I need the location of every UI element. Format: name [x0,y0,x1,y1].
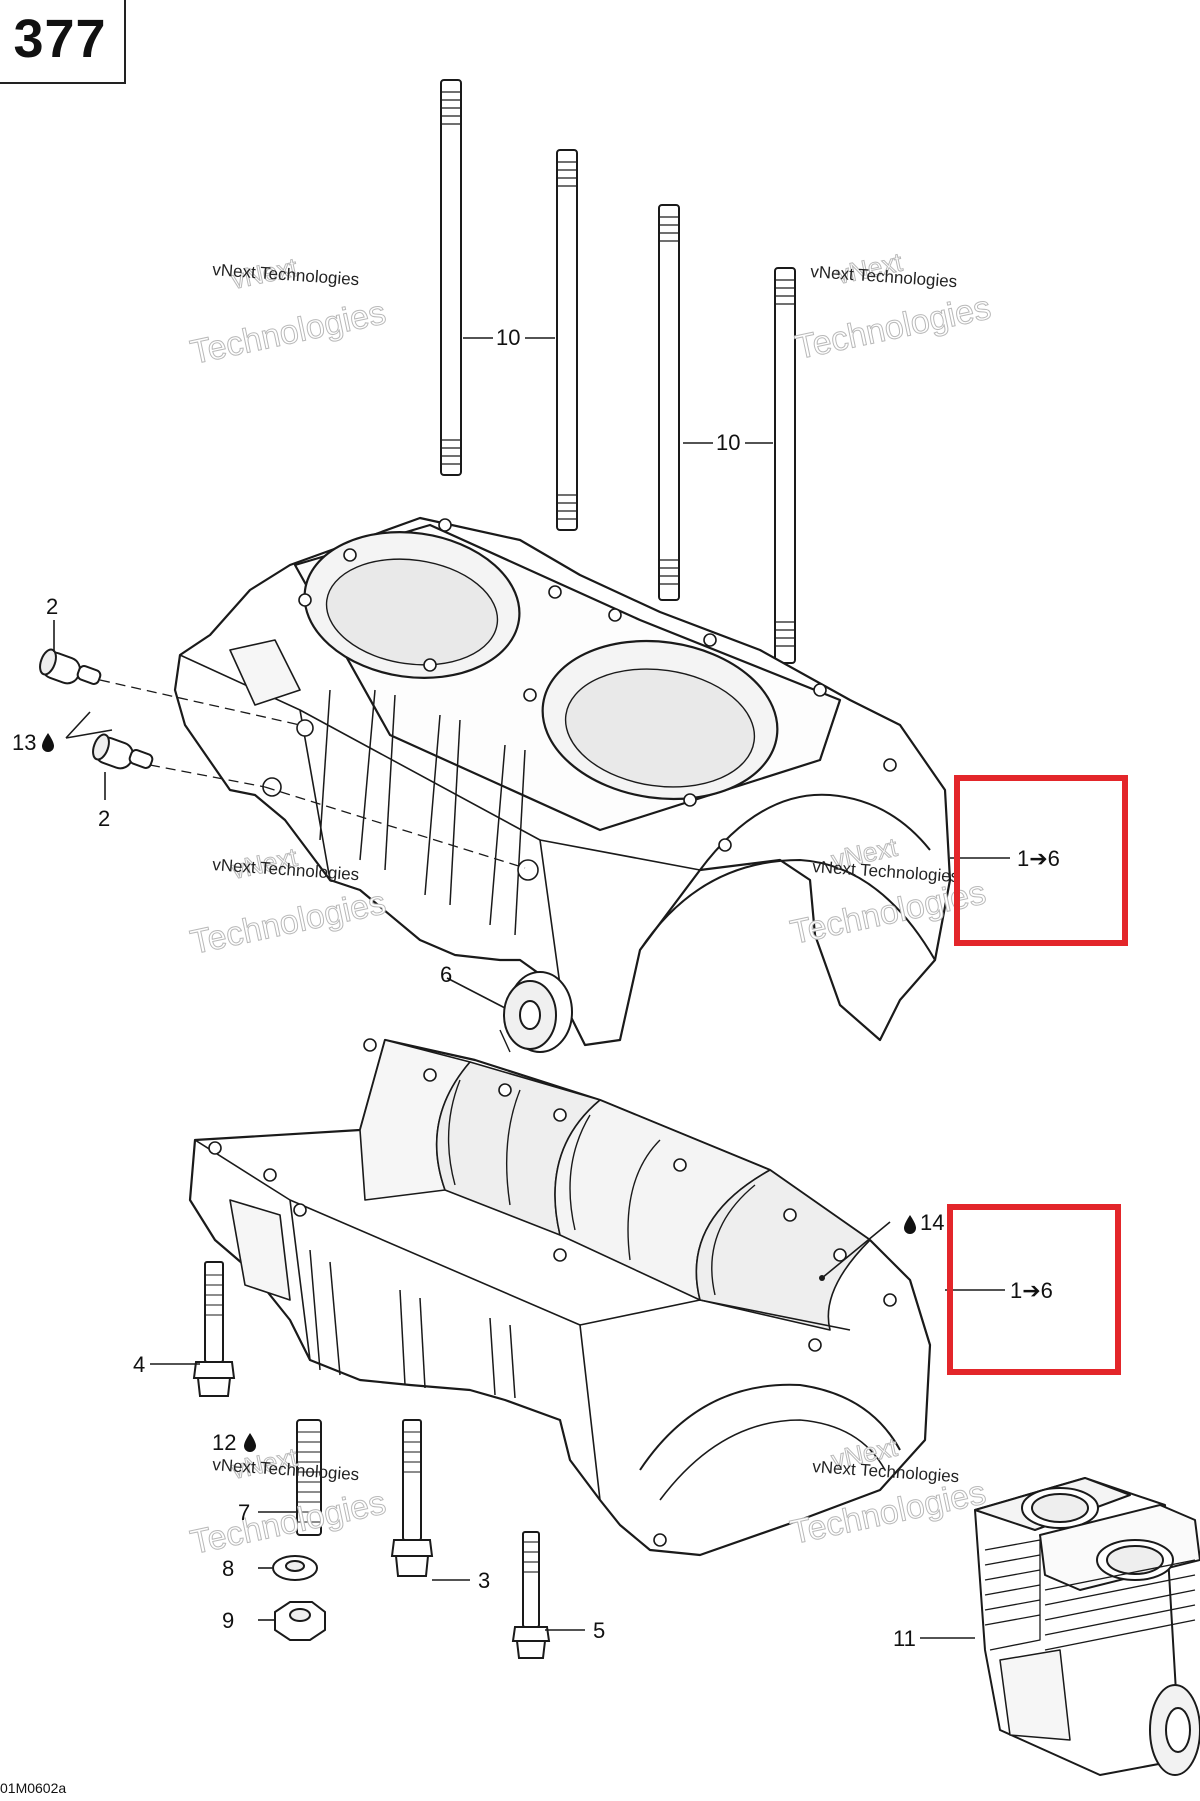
watermark-text: Technologies [187,1484,389,1562]
callout-3: 3 [478,1568,490,1593]
lower-crankcase-half [188,1038,932,1557]
upper-crankcase-half [173,516,952,1047]
callout-2-top: 2 [46,594,58,619]
watermark-text: Technologies [187,294,389,372]
leader-lines [53,337,1010,1639]
stud-rods [440,79,796,664]
callout-4: 4 [133,1352,145,1377]
highlight-box-top [954,775,1128,946]
callout-14: 14 [920,1210,944,1235]
fitting-parts [39,648,154,770]
watermark-text: Technologies [187,884,389,962]
callout-13: 13 [12,730,36,755]
page-number-box: 377 [0,0,126,84]
highlight-boxes [947,775,1128,1375]
callout-12: 12 [212,1430,236,1455]
drop-icons [42,733,916,1452]
highlight-box-bottom [947,1204,1121,1375]
stud-rod-1 [440,79,462,476]
bolt-3 [390,1419,434,1577]
stud-rod-4 [774,267,796,664]
callout-11: 11 [893,1626,916,1651]
bolt-4 [192,1261,236,1397]
sealant-drop-icon [244,1433,256,1452]
page-number: 377 [13,9,107,69]
callout-10-right: 10 [716,430,740,455]
stud-rod-2 [556,149,578,531]
stud-7 [296,1419,322,1536]
callout-1-6-bottom: 1➔6 [1010,1278,1053,1303]
watermark-text: Technologies [792,289,994,367]
watermark-text: vNext [229,842,301,885]
figure-code: 01M0602a [0,1780,67,1796]
callout-1-6-top: 1➔6 [1017,846,1060,871]
callout-9: 9 [222,1608,234,1633]
bolt-5 [511,1531,551,1659]
callout-2-bottom: 2 [98,806,110,831]
fitting-lower [92,733,154,770]
watermark-1: vNext Technologies [187,251,390,372]
callout-8: 8 [222,1556,234,1581]
hardware-parts [192,1261,551,1659]
sealant-drop-icon [42,733,54,752]
engine-assembly [974,1477,1200,1776]
callout-6: 6 [440,962,452,987]
callout-10-top: 10 [496,325,520,350]
callout-5: 5 [593,1618,605,1643]
leader-dot [819,1275,825,1281]
washer-8 [272,1555,318,1581]
watermark-5: vNext Technologies [187,1441,390,1562]
fitting-upper [39,648,102,685]
seal-part [499,971,573,1053]
nut-9 [274,1601,326,1641]
watermark-text: vNext Technologies [810,262,958,291]
callout-7: 7 [238,1500,250,1525]
watermark-2: vNext Technologies [792,246,995,367]
sealant-drop-icon [904,1215,916,1234]
stud-rod-3 [658,204,680,601]
callout-labels: 10 10 2 13 2 1➔6 6 14 1➔6 4 12 7 8 9 3 5… [12,325,1060,1651]
